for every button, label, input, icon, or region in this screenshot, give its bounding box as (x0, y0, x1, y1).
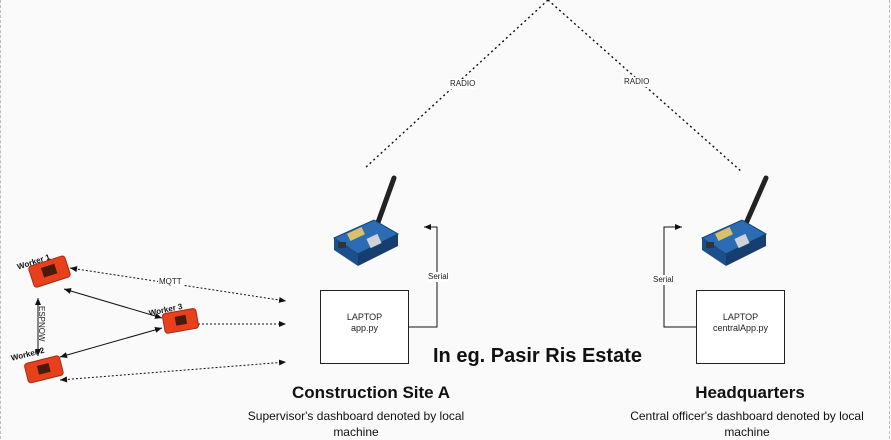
espnow-link-w1-w3 (63, 288, 163, 319)
espnow-label: ESPNOW (37, 306, 46, 342)
laptop-site-app: app.py (350, 323, 379, 333)
site-title-hq: Headquarters (695, 383, 805, 402)
frame-right-border (889, 0, 890, 439)
espnow-link-w2-w3 (59, 327, 163, 358)
site-desc-hq: Central officer's dashboard denoted by l… (630, 409, 864, 439)
radio-label-left: RADIO (449, 79, 477, 89)
laptop-hq-app: centralApp.py (712, 323, 769, 333)
laptop-hq: LAPTOP centralApp.py (696, 290, 785, 364)
laptop-site-title: LAPTOP (346, 312, 383, 322)
location-title: In eg. Pasir Ris Estate (433, 345, 642, 367)
radio-link-left (364, 0, 549, 169)
radio-label-right: RADIO (623, 77, 651, 87)
serial-label-right: Serial (652, 275, 675, 285)
site-title-construction: Construction Site A (291, 383, 451, 402)
serial-label-left: Serial (427, 272, 450, 282)
laptop-site: LAPTOP app.py (320, 290, 409, 364)
laptop-hq-title: LAPTOP (722, 312, 759, 322)
worker-device-3 (161, 308, 199, 334)
worker-device-2 (24, 355, 64, 384)
radio-link-right (547, 0, 743, 173)
radio-board-left (332, 175, 400, 266)
frame-left-border (0, 0, 1, 439)
radio-board-right (700, 175, 769, 266)
worker-device-1 (28, 255, 71, 288)
mqtt-link-worker2 (59, 359, 287, 383)
site-desc-construction: Supervisor's dashboard denoted by local … (247, 409, 465, 439)
mqtt-label: MQTT (158, 277, 183, 287)
